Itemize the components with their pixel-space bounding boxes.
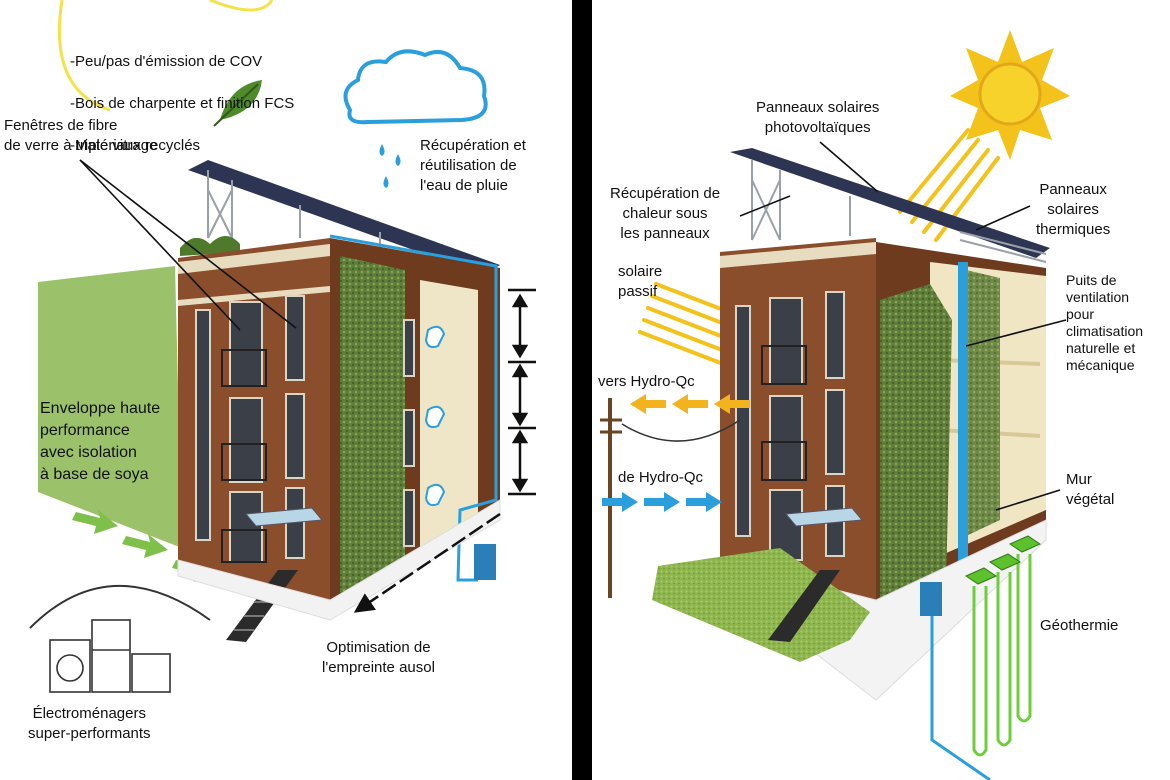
triple-glazing-label: Fenêtres de fibre de verre à triple vitr… (4, 117, 158, 154)
pv-panels-label: Panneaux solaires photovoltaïques (756, 99, 880, 136)
sun-arc (57, 0, 274, 112)
heat-recovery-label: Récupération de chaleur sous les panneau… (610, 185, 721, 242)
to-hydro-label: vers Hydro-Qc (598, 373, 695, 390)
left-panel (29, 0, 536, 693)
from-hydro-label: de Hydro-Qc (618, 469, 704, 486)
cloud-icon (343, 49, 488, 125)
passive-solar-label: solaire passif (618, 263, 663, 300)
raindrop-icon (379, 144, 401, 188)
leaf-icon (213, 80, 262, 127)
thermal-panels-label: Panneaux solaires thermiques (1036, 181, 1111, 238)
green-wall-label: Mur végétal (1066, 471, 1115, 508)
eco-material-item: -Matériaux recyclés (70, 137, 201, 154)
eco-material-item: -Peu/pas d'émission de COV (70, 53, 263, 70)
appliances-label: Électroménagers super-performants (28, 705, 151, 742)
hydro-out-arrows (630, 394, 750, 414)
geothermal-caps (964, 535, 1042, 585)
eco-material-item: -Bois de charpente et finition FCS (70, 95, 295, 112)
appliance-arc (29, 584, 211, 629)
footprint-label: Optimisation de l'empreinte ausol (322, 639, 435, 676)
leader-lines (79, 159, 297, 331)
envelope-panel (38, 266, 182, 548)
right-panel (600, 30, 1070, 780)
envelope-label: Enveloppe haute performance avec isolati… (40, 400, 161, 483)
sun-icon (950, 30, 1070, 160)
rainwater-label: Récupération et réutilisation de l'eau d… (420, 137, 526, 194)
eco-materials-list: -Peu/pas d'émission de COV -Bois de char… (70, 30, 294, 177)
geothermal-loops (972, 554, 1032, 757)
footprint-arrow (353, 512, 501, 613)
appliances-icon (49, 619, 171, 693)
hydro-in-arrows (602, 492, 722, 512)
panel-divider (572, 0, 592, 780)
ventilation-label: Puits de ventilation pour climatisation … (1066, 272, 1144, 373)
building-left (177, 160, 501, 642)
height-arrows (508, 288, 536, 496)
leader-lines-right (739, 141, 1067, 511)
geothermal-label: Géothermie (1040, 617, 1119, 634)
building-right (652, 148, 1050, 780)
